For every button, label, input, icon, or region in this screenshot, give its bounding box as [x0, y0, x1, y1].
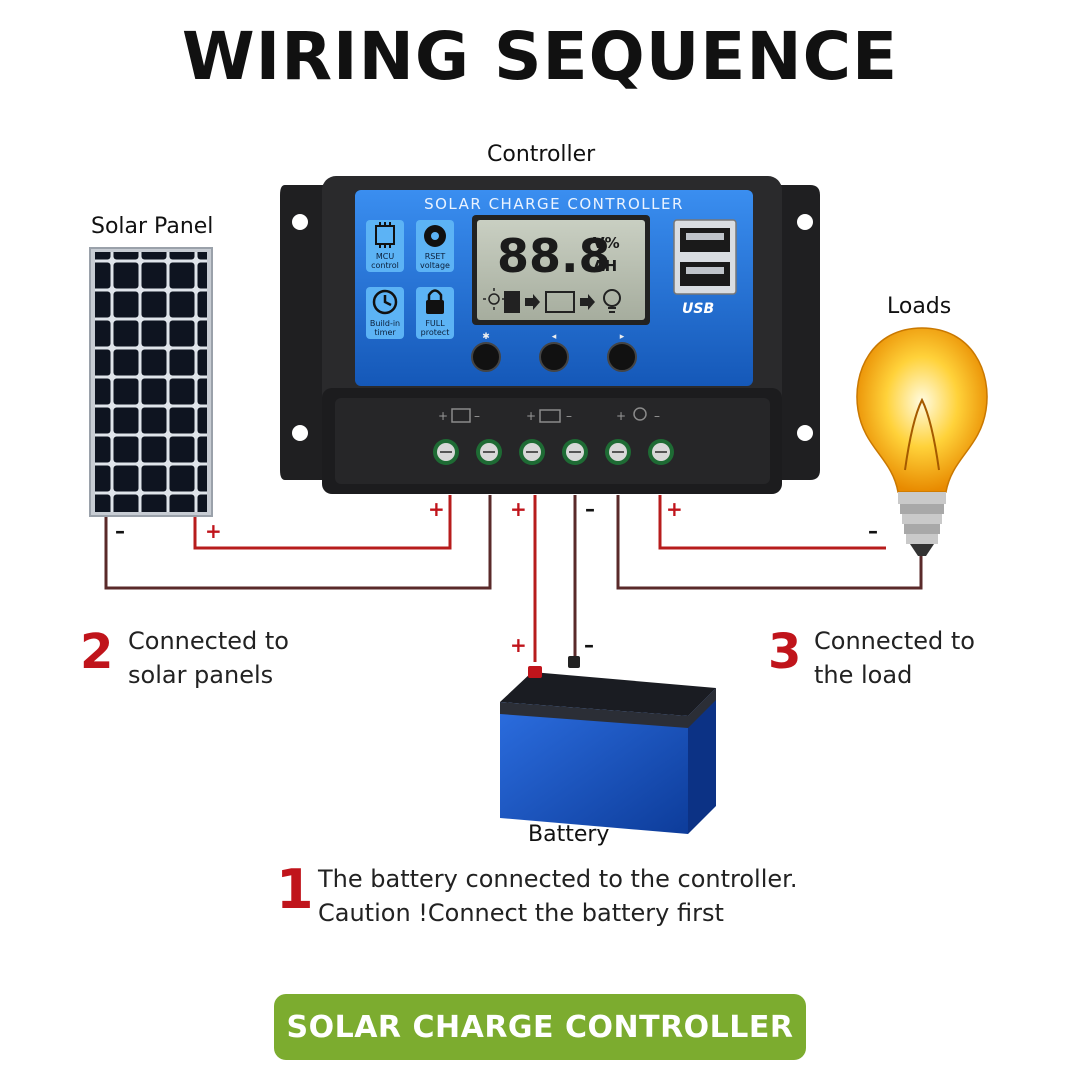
- feature-mcu-line1: MCU: [376, 252, 394, 261]
- controller-load-plus-mark: +: [666, 497, 683, 521]
- controller-battery-minus-mark: –: [585, 497, 595, 521]
- lcd-panel-icon: [504, 291, 520, 313]
- step-2-number: 2: [80, 624, 114, 680]
- screw-terminals: [433, 439, 674, 465]
- controller-label: Controller: [487, 142, 596, 167]
- solar-panel-label: Solar Panel: [91, 214, 214, 239]
- feature-mcu-line2: control: [371, 261, 399, 270]
- terminal-legend: + – + – + –: [438, 407, 660, 423]
- page-title: WIRING SEQUENCE: [181, 18, 899, 95]
- step-3-text: Connected to the load: [814, 624, 975, 692]
- solar-minus-mark: –: [115, 519, 125, 543]
- arrow-icon: [525, 294, 540, 310]
- button-middle: [539, 342, 569, 372]
- step-3-number: 3: [768, 624, 802, 680]
- wires: [104, 495, 923, 662]
- step-1-line2: Caution !Connect the battery first: [318, 899, 724, 927]
- svg-text:✱: ✱: [482, 332, 490, 342]
- step-1-text: The battery connected to the controller.…: [318, 862, 797, 930]
- svg-text:+: +: [616, 409, 626, 423]
- wire-load-positive: [658, 495, 886, 550]
- controller-header-text: SOLAR CHARGE CONTROLLER: [424, 195, 684, 213]
- wire-load-negative: [616, 495, 923, 590]
- polarity-marks: + + + + +: [205, 497, 683, 657]
- light-bulb-image: [856, 327, 988, 556]
- loads-label: Loads: [887, 294, 952, 319]
- svg-text:–: –: [654, 409, 660, 423]
- footer-text: SOLAR CHARGE CONTROLLER: [286, 1009, 794, 1045]
- battery-image: [500, 656, 716, 834]
- lcd-battery-icon: [545, 291, 575, 313]
- feature-rset-line2: voltage: [420, 261, 450, 270]
- usb-ports-icon: [673, 219, 737, 295]
- chip-icon: [375, 222, 395, 248]
- step-3-line2: the load: [814, 661, 913, 689]
- feature-protect-line1: FULL: [425, 319, 445, 328]
- feature-rset-line1: RSET: [425, 252, 446, 261]
- lcd-unit-top: V%: [593, 234, 620, 252]
- step-2-text: Connected to solar panels: [128, 624, 289, 692]
- step-2-line2: solar panels: [128, 661, 274, 689]
- clock-icon: [372, 289, 398, 315]
- wire-solar-negative: [104, 495, 492, 590]
- svg-text:▸: ▸: [620, 332, 625, 342]
- battery-minus-mark: –: [584, 633, 594, 657]
- button-left: [471, 342, 501, 372]
- lock-icon: [426, 289, 444, 314]
- wire-solar-positive: [193, 495, 452, 550]
- sun-icon: [483, 288, 505, 310]
- step-2-line1: Connected to: [128, 627, 289, 655]
- svg-text:+: +: [438, 409, 448, 423]
- solar-panel-image: [89, 247, 213, 517]
- usb-label: USB: [682, 301, 714, 317]
- battery-label: Battery: [528, 822, 610, 847]
- lcd-unit-bottom: AH: [593, 257, 617, 275]
- controller-battery-plus-mark: +: [510, 497, 527, 521]
- polarity-marks-negative: – – – –: [115, 497, 878, 657]
- controller-image: ✱ ◂ ▸ + – + – + –: [280, 176, 820, 494]
- solar-plus-mark: +: [205, 519, 222, 543]
- svg-text:◂: ◂: [552, 332, 557, 342]
- step-1-number: 1: [276, 858, 314, 921]
- gear-icon: [424, 225, 446, 247]
- step-3-line1: Connected to: [814, 627, 975, 655]
- feature-protect-line2: protect: [421, 328, 450, 337]
- lcd-digits: 88.8: [497, 229, 611, 283]
- controller-solar-plus-mark: +: [428, 497, 445, 521]
- svg-text:–: –: [566, 409, 572, 423]
- arrow-icon: [580, 294, 595, 310]
- battery-plus-mark: +: [510, 633, 527, 657]
- feature-timer-line2: timer: [374, 328, 396, 337]
- feature-timer-line1: Build-in: [370, 319, 400, 328]
- control-buttons: ✱ ◂ ▸: [471, 332, 637, 372]
- button-right: [607, 342, 637, 372]
- svg-text:–: –: [474, 409, 480, 423]
- svg-text:+: +: [526, 409, 536, 423]
- footer-banner: SOLAR CHARGE CONTROLLER: [274, 994, 806, 1060]
- load-minus-mark: –: [868, 519, 878, 543]
- step-1-line1: The battery connected to the controller.: [318, 865, 798, 893]
- lcd-bulb-icon: [603, 289, 621, 313]
